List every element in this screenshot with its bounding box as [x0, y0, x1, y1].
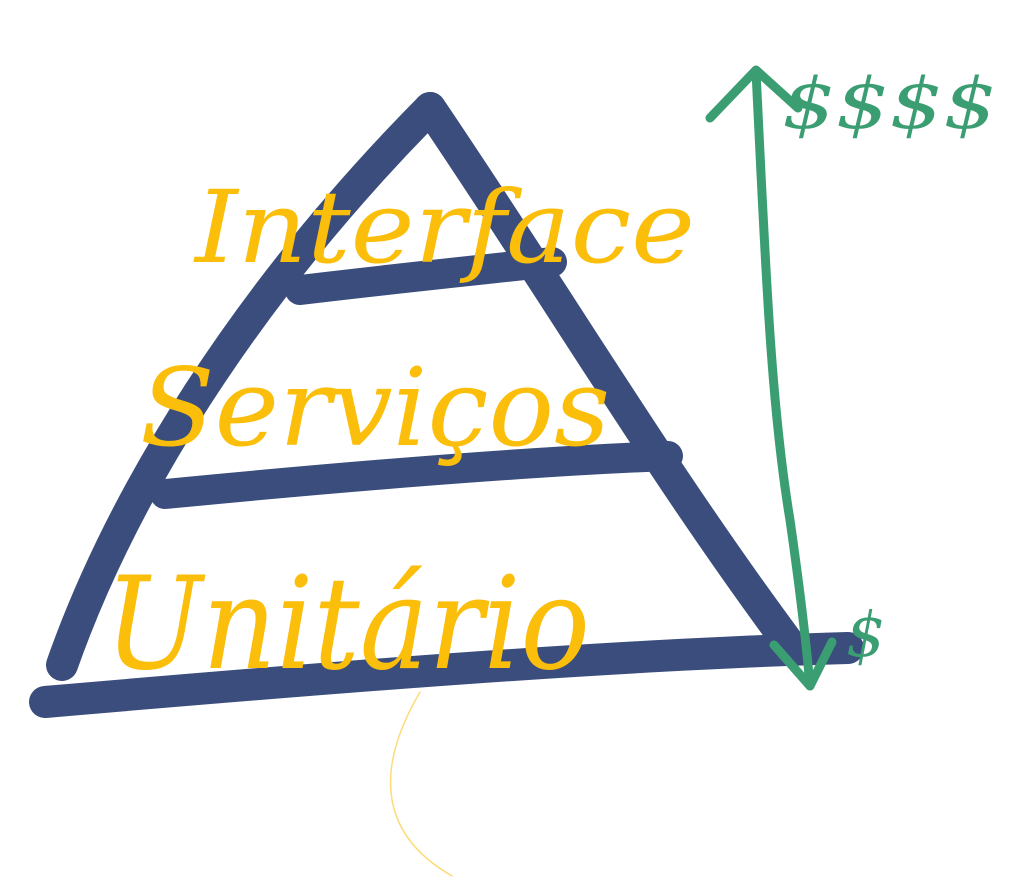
pyramid-base — [29, 632, 864, 718]
pyramid-right-edge — [414, 92, 806, 661]
divider-interface-servicos — [285, 247, 567, 305]
layer-label-servicos: Serviços — [140, 346, 610, 471]
cost-label-high: $$$$ — [782, 63, 997, 145]
cost-labels: $$$$ $ — [782, 63, 997, 671]
divider-servicos-unitario — [150, 441, 683, 509]
arrow-down-head-icon — [769, 637, 837, 691]
cost-arrow — [705, 65, 837, 691]
stray-pen-stroke — [389, 691, 453, 877]
layer-label-unitario: Unitário — [105, 550, 590, 699]
layer-label-interface: Interface — [193, 169, 695, 286]
pyramid — [29, 92, 864, 718]
cost-label-low: $ — [846, 598, 885, 671]
arrow-up-head-icon — [705, 65, 803, 123]
cost-arrow-shaft — [751, 67, 815, 691]
pyramid-left-edge — [46, 92, 446, 681]
layer-labels: Interface Serviços Unitário — [105, 169, 695, 699]
